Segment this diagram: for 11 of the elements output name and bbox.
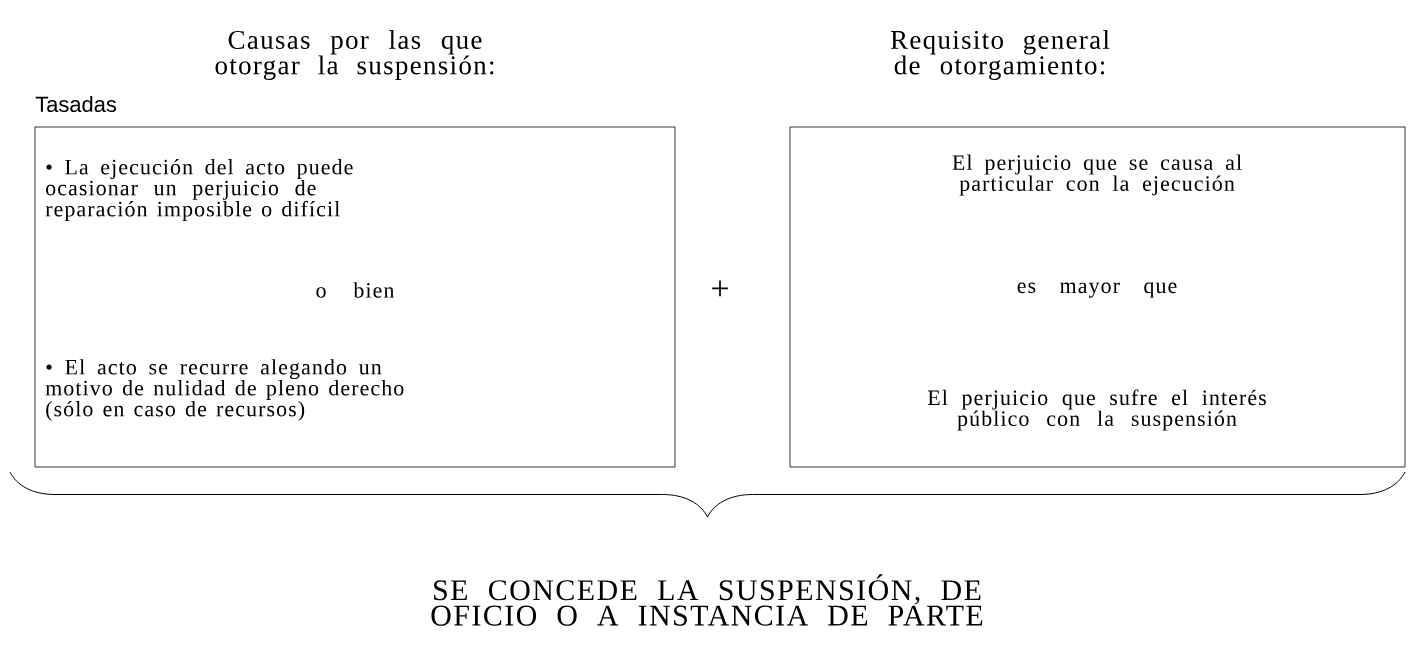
heading: Requisito general de otorgamiento:	[890, 30, 1110, 80]
plus-sign: +	[712, 280, 728, 297]
bullet-item: • El acto se recurre alegando un motivo de nulidad de pleno derecho (sólo en caso de recursos)	[45, 359, 404, 421]
side-label: Tasadas	[35, 95, 117, 113]
paragraph: El perjuicio que sufre el interés público con la suspensión	[927, 389, 1266, 431]
connector-text: es mayor que	[1017, 282, 1177, 298]
heading: Causas por las que otorgar la suspensión:	[215, 30, 494, 80]
connector-text: o bien	[316, 282, 395, 298]
bullet-item: • La ejecución del acto puede ocasionar un perjuicio de reparación imposible o difícil	[45, 159, 353, 221]
paragraph: El perjuicio que se causa al particular con la ejecución	[952, 154, 1242, 196]
conclusion-text: SE CONCEDE LA SUSPENSIÓN, DE OFICIO O A INSTANCIA DE PARTE	[431, 574, 983, 626]
